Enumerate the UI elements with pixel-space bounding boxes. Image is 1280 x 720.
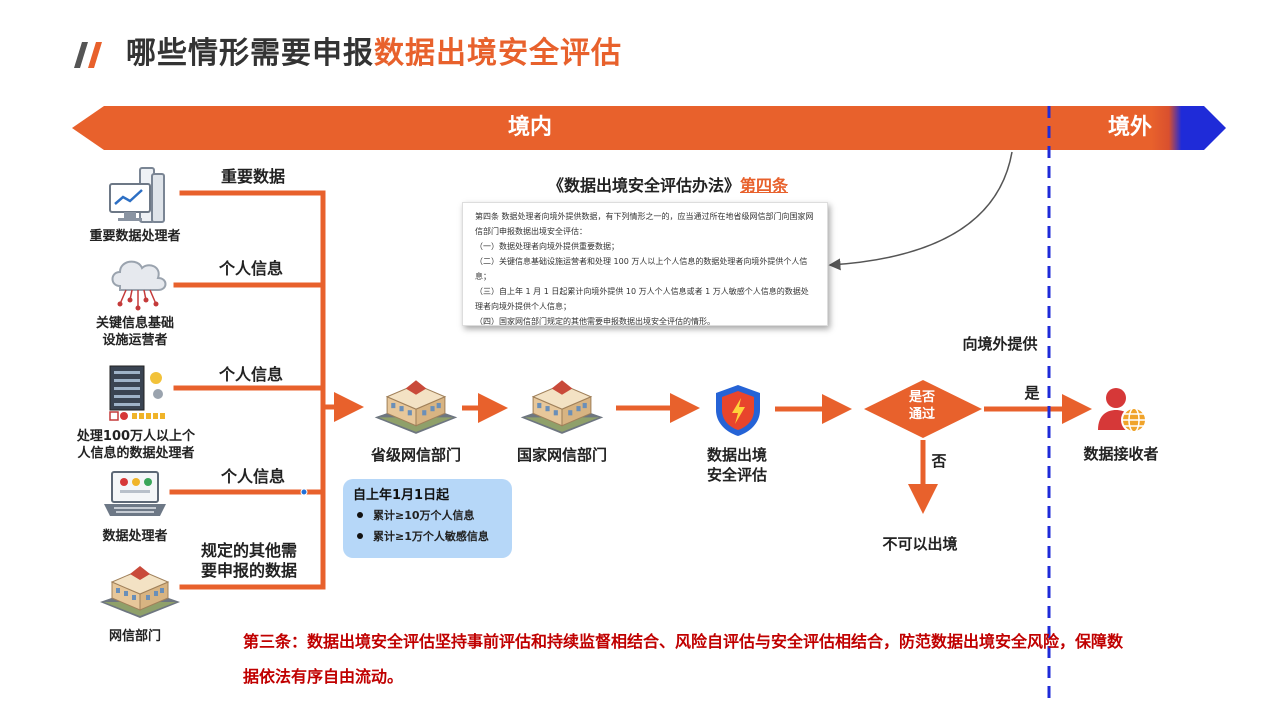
title-slash-icon bbox=[74, 42, 102, 68]
callout-item: 累计≥1万个人敏感信息 bbox=[353, 526, 502, 547]
line-label-other-data: 规定的其他需要申报的数据 bbox=[200, 541, 297, 580]
domestic-label: 境内 bbox=[507, 115, 552, 140]
yes-label: 是 bbox=[1024, 384, 1040, 402]
data-receiver-icon bbox=[1098, 388, 1147, 433]
decision-diamond bbox=[864, 380, 982, 438]
line-label-personal-info-3: 个人信息 bbox=[220, 467, 285, 486]
source-label-cac: 网信部门 bbox=[108, 629, 161, 644]
regulation-excerpt: 第四条 数据处理者向境外提供数据，有下列情形之一的，应当通过所在地省级网信部门向… bbox=[462, 202, 828, 326]
no-label: 否 bbox=[931, 452, 947, 470]
laptop-icon bbox=[104, 471, 166, 516]
callout-item: 累计≥10万个人信息 bbox=[353, 505, 502, 526]
server-chart-icon bbox=[109, 167, 165, 223]
data-receiver-label: 数据接收者 bbox=[1083, 445, 1159, 463]
line-label-personal-info-1: 个人信息 bbox=[218, 259, 283, 278]
provincial-cac-label: 省级网信部门 bbox=[370, 446, 461, 464]
article-three-note: 第三条：数据出境安全评估坚持事前评估和持续监督相结合、风险自评估与安全评估相结合… bbox=[243, 632, 1124, 686]
page-title: 哪些情形需要申报数据出境安全评估 bbox=[126, 36, 622, 71]
provide-abroad-label: 向境外提供 bbox=[962, 335, 1038, 353]
line-label-personal-info-2: 个人信息 bbox=[218, 365, 283, 384]
security-shield-icon bbox=[716, 385, 760, 436]
source-label-large-processor: 处理100万人以上个人信息的数据处理者 bbox=[76, 429, 196, 461]
threshold-callout: 自上年1月1日起 累计≥10万个人信息 累计≥1万个人敏感信息 bbox=[343, 479, 512, 558]
national-building-icon bbox=[520, 380, 604, 434]
assessment-label: 数据出境安全评估 bbox=[706, 446, 767, 484]
regulation-title: 《数据出境安全评估办法》第四条 bbox=[548, 176, 789, 195]
line-label-important-data: 重要数据 bbox=[220, 167, 285, 186]
government-building-icon bbox=[100, 566, 180, 618]
deny-label: 不可以出境 bbox=[882, 535, 958, 553]
provincial-building-icon bbox=[374, 380, 458, 434]
source-label-important-data: 重要数据处理者 bbox=[89, 229, 181, 244]
regulation-item-3: （三）自上年 1 月 1 日起累计向境外提供 10 万人个人信息或者 1 万人敏… bbox=[475, 287, 809, 311]
server-rack-icon bbox=[109, 365, 165, 421]
territory-banner bbox=[72, 106, 1226, 150]
national-cac-label: 国家网信部门 bbox=[516, 446, 607, 464]
source-label-cii-operator: 关键信息基础设施运营者 bbox=[95, 316, 174, 348]
callout-title: 自上年1月1日起 bbox=[353, 488, 450, 503]
regulation-item-2: （二）关键信息基础设施运营者和处理 100 万人以上个人信息的数据处理者向境外提… bbox=[475, 257, 808, 281]
decision-label: 是否通过 bbox=[908, 390, 935, 422]
regulation-item-1: （一）数据处理者向境外提供重要数据； bbox=[475, 242, 619, 251]
regulation-item-4: （四）国家网信部门规定的其他需要申报数据出境安全评估的情形。 bbox=[475, 317, 715, 326]
source-label-data-processor: 数据处理者 bbox=[102, 529, 168, 544]
abroad-label: 境外 bbox=[1107, 115, 1152, 140]
cloud-network-icon bbox=[111, 260, 167, 311]
regulation-intro: 第四条 数据处理者向境外提供数据，有下列情形之一的，应当通过所在地省级网信部门向… bbox=[475, 212, 814, 236]
